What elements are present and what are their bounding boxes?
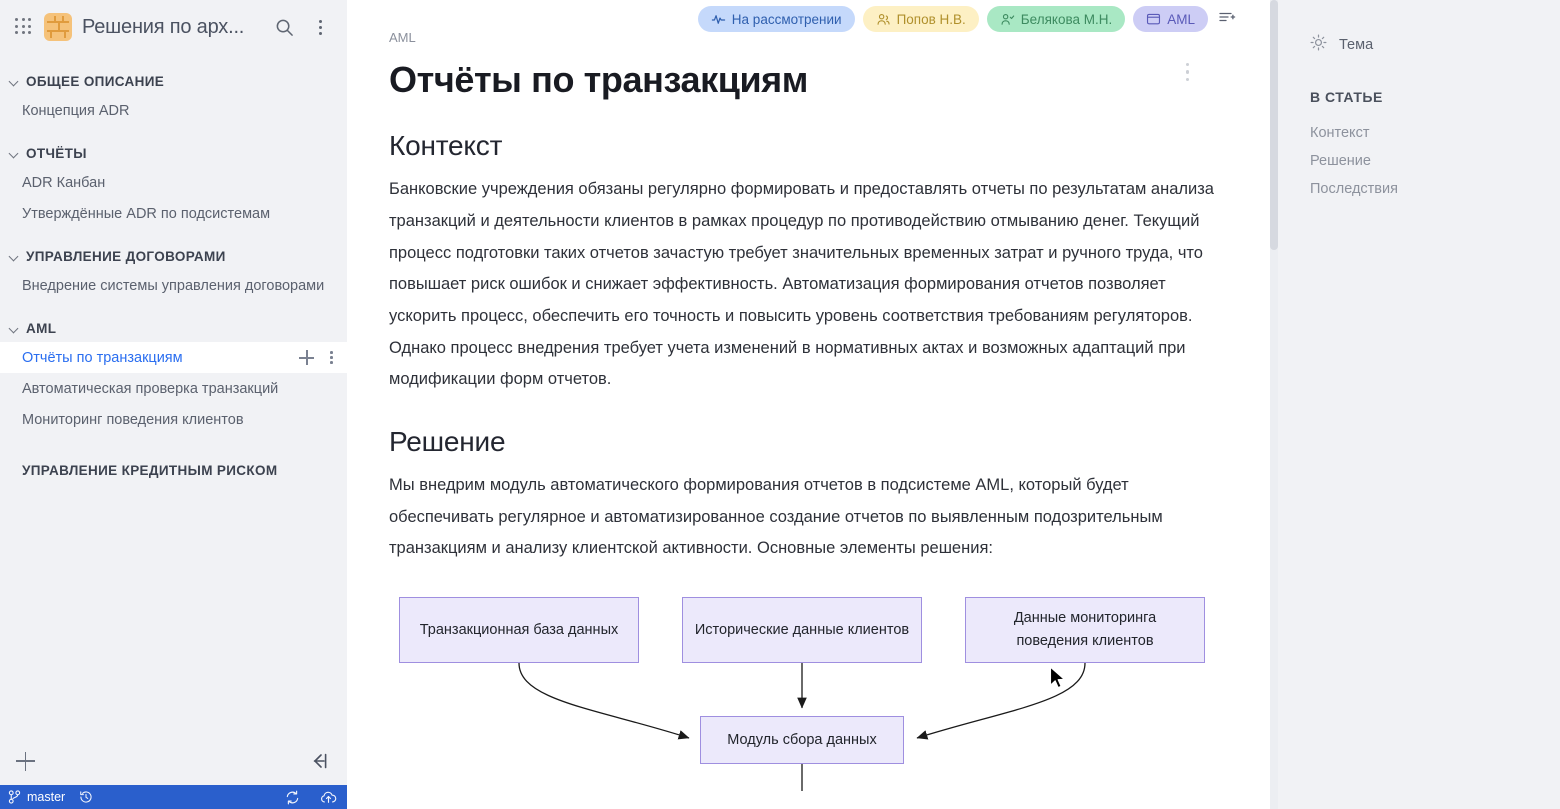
theme-toggle[interactable]: Тема bbox=[1310, 34, 1560, 55]
sidebar-group-label: УПРАВЛЕНИЕ ДОГОВОРАМИ bbox=[26, 249, 226, 264]
status-badge-label: На рассмотрении bbox=[731, 11, 842, 27]
item-more-icon[interactable] bbox=[326, 349, 337, 366]
diagram-edges bbox=[518, 663, 1086, 792]
section-paragraph-reshenie: Мы внедрим модуль автоматического формир… bbox=[389, 476, 1163, 558]
sidebar-item-label: Утверждённые ADR по подсистемам bbox=[22, 205, 271, 222]
chevron-down-icon bbox=[10, 324, 20, 334]
solution-diagram: Транзакционная база данных Исторические … bbox=[389, 591, 1249, 792]
page-title: Отчёты по транзакциям bbox=[389, 59, 809, 100]
sidebar-item-vnedrenie-sistemy[interactable]: Внедрение системы управления договорами bbox=[0, 270, 347, 301]
branch-name[interactable]: master bbox=[27, 790, 66, 804]
section-heading-reshenie: Решение bbox=[389, 426, 506, 458]
tag-badge[interactable]: AML bbox=[1133, 6, 1208, 32]
document-view: AML На рассмотрении bbox=[347, 0, 1278, 809]
sidebar-footer bbox=[0, 737, 347, 785]
sidebar-item-utverzhdennye-adr[interactable]: Утверждённые ADR по подсистемам bbox=[0, 198, 347, 229]
diagram-node-transaction-db[interactable]: Транзакционная база данных bbox=[399, 597, 639, 664]
sidebar-item-label: Внедрение системы управления договорами bbox=[22, 277, 325, 294]
section-heading-kontekst: Контекст bbox=[389, 130, 503, 162]
document-inner: AML На рассмотрении bbox=[347, 6, 1277, 792]
collapse-sidebar-icon[interactable] bbox=[309, 752, 329, 770]
main-scrollbar[interactable] bbox=[1270, 0, 1278, 809]
document-top: AML bbox=[389, 26, 1217, 45]
sun-icon bbox=[1310, 34, 1327, 55]
tag-badge-label: AML bbox=[1167, 11, 1195, 27]
document-chips: На рассмотрении Попов Н.В. bbox=[697, 6, 1238, 32]
diagram-node-label: Транзакционная база данных bbox=[419, 621, 619, 638]
branch-icon bbox=[8, 790, 21, 804]
sidebar-group-label: ОТЧЁТЫ bbox=[26, 146, 87, 161]
spacer bbox=[0, 435, 347, 457]
status-bar: master bbox=[0, 785, 347, 809]
cloud-upload-icon[interactable] bbox=[320, 790, 337, 805]
left-sidebar: Решения по арх... ОБЩЕЕ ОПИСАНИЕ Концепц… bbox=[0, 0, 347, 809]
sidebar-item-label: ADR Канбан bbox=[22, 174, 106, 191]
space-title: Решения по арх... bbox=[82, 15, 245, 38]
sidebar-item-otchety-po-tranzaktsiyam[interactable]: Отчёты по транзакциям bbox=[0, 342, 347, 373]
diagram-node-historical-data[interactable]: Исторические данные клиентов bbox=[682, 597, 922, 664]
document-title-row: Отчёты по транзакциям bbox=[389, 45, 1217, 100]
spacer bbox=[0, 229, 347, 243]
sidebar-group-aml[interactable]: AML bbox=[0, 315, 347, 342]
diagram-node-label: Модуль сбора данных bbox=[727, 731, 877, 748]
toc-title: В СТАТЬЕ bbox=[1310, 89, 1383, 105]
sidebar-item-label: Автоматическая проверка транзакций bbox=[22, 380, 279, 397]
sidebar-item-monitoring-povedeniya[interactable]: Мониторинг поведения клиентов bbox=[0, 404, 347, 435]
spacer bbox=[0, 126, 347, 140]
author-badge[interactable]: Попов Н.В. bbox=[862, 6, 979, 32]
diagram-node-label: Данные мониторинга поведения клиентов bbox=[1013, 609, 1157, 650]
history-icon[interactable] bbox=[79, 790, 93, 804]
main-content: AML На рассмотрении bbox=[347, 0, 1278, 809]
sidebar-group-otchety[interactable]: ОТЧЁТЫ bbox=[0, 140, 347, 167]
diagram-node-label: Исторические данные клиентов bbox=[694, 621, 910, 638]
sidebar-item-adr-kanban[interactable]: ADR Канбан bbox=[0, 167, 347, 198]
section-paragraph-kontekst: Банковские учреждения обязаны регулярно … bbox=[389, 180, 1214, 389]
toc-item-reshenie[interactable]: Решение bbox=[1310, 153, 1371, 169]
sidebar-group-obshchee-opisanie[interactable]: ОБЩЕЕ ОПИСАНИЕ bbox=[0, 68, 347, 95]
sidebar-group-label: УПРАВЛЕНИЕ КРЕДИТНЫМ РИСКОМ bbox=[22, 463, 278, 478]
main-scrollbar-thumb[interactable] bbox=[1270, 0, 1278, 250]
space-logo-icon bbox=[44, 13, 72, 41]
document-more-icon[interactable] bbox=[1185, 63, 1189, 82]
folder-icon bbox=[1146, 12, 1161, 26]
sidebar-group-label: AML bbox=[26, 321, 57, 336]
sidebar-group-upravlenie-dogovorami[interactable]: УПРАВЛЕНИЕ ДОГОВОРАМИ bbox=[0, 243, 347, 270]
sync-icon[interactable] bbox=[285, 790, 300, 805]
add-page-icon[interactable] bbox=[299, 350, 315, 365]
sidebar-item-label: Отчёты по транзакциям bbox=[22, 349, 183, 366]
sidebar-header: Решения по арх... bbox=[0, 0, 347, 54]
users-icon bbox=[876, 12, 891, 27]
sidebar-item-kontseptsiya-adr[interactable]: Концепция ADR bbox=[0, 95, 347, 126]
reviewer-badge-label: Белякова М.Н. bbox=[1020, 11, 1113, 27]
sidebar-item-actions bbox=[299, 349, 337, 366]
theme-label: Тема bbox=[1339, 36, 1374, 53]
author-badge-label: Попов Н.В. bbox=[896, 11, 966, 27]
chevron-down-icon bbox=[10, 77, 20, 87]
chevron-down-icon bbox=[10, 149, 20, 159]
sidebar-more-icon[interactable] bbox=[307, 14, 333, 40]
toc-item-posledstviya[interactable]: Последствия bbox=[1310, 181, 1398, 197]
toc-item-kontekst[interactable]: Контекст bbox=[1310, 125, 1370, 141]
spacer bbox=[0, 301, 347, 315]
breadcrumb[interactable]: AML bbox=[389, 30, 416, 45]
sidebar-group-upravlenie-kreditnym-riskom[interactable]: УПРАВЛЕНИЕ КРЕДИТНЫМ РИСКОМ bbox=[0, 457, 347, 484]
sidebar-group-label: ОБЩЕЕ ОПИСАНИЕ bbox=[26, 74, 165, 89]
sidebar-item-avtomaticheskaya-proverka[interactable]: Автоматическая проверка транзакций bbox=[0, 373, 347, 404]
chevron-down-icon bbox=[10, 252, 20, 262]
apps-grid-icon[interactable] bbox=[14, 17, 34, 37]
sidebar-item-label: Мониторинг поведения клиентов bbox=[22, 411, 244, 428]
diagram-node-behavior-monitoring[interactable]: Данные мониторинга поведения клиентов bbox=[965, 597, 1205, 664]
sidebar-item-label: Концепция ADR bbox=[22, 102, 130, 119]
activity-icon bbox=[711, 12, 726, 27]
search-icon[interactable] bbox=[271, 14, 297, 40]
chip-overflow-icon[interactable] bbox=[1216, 9, 1238, 30]
diagram-node-data-collection-module[interactable]: Модуль сбора данных bbox=[700, 716, 904, 765]
user-check-icon bbox=[1000, 12, 1015, 27]
reviewer-badge[interactable]: Белякова М.Н. bbox=[986, 6, 1126, 32]
sidebar-tree: ОБЩЕЕ ОПИСАНИЕ Концепция ADR ОТЧЁТЫ ADR … bbox=[0, 54, 347, 737]
right-panel: Тема В СТАТЬЕ Контекст Решение Последств… bbox=[1278, 0, 1560, 809]
add-document-icon[interactable] bbox=[16, 751, 35, 771]
status-badge[interactable]: На рассмотрении bbox=[697, 6, 855, 32]
